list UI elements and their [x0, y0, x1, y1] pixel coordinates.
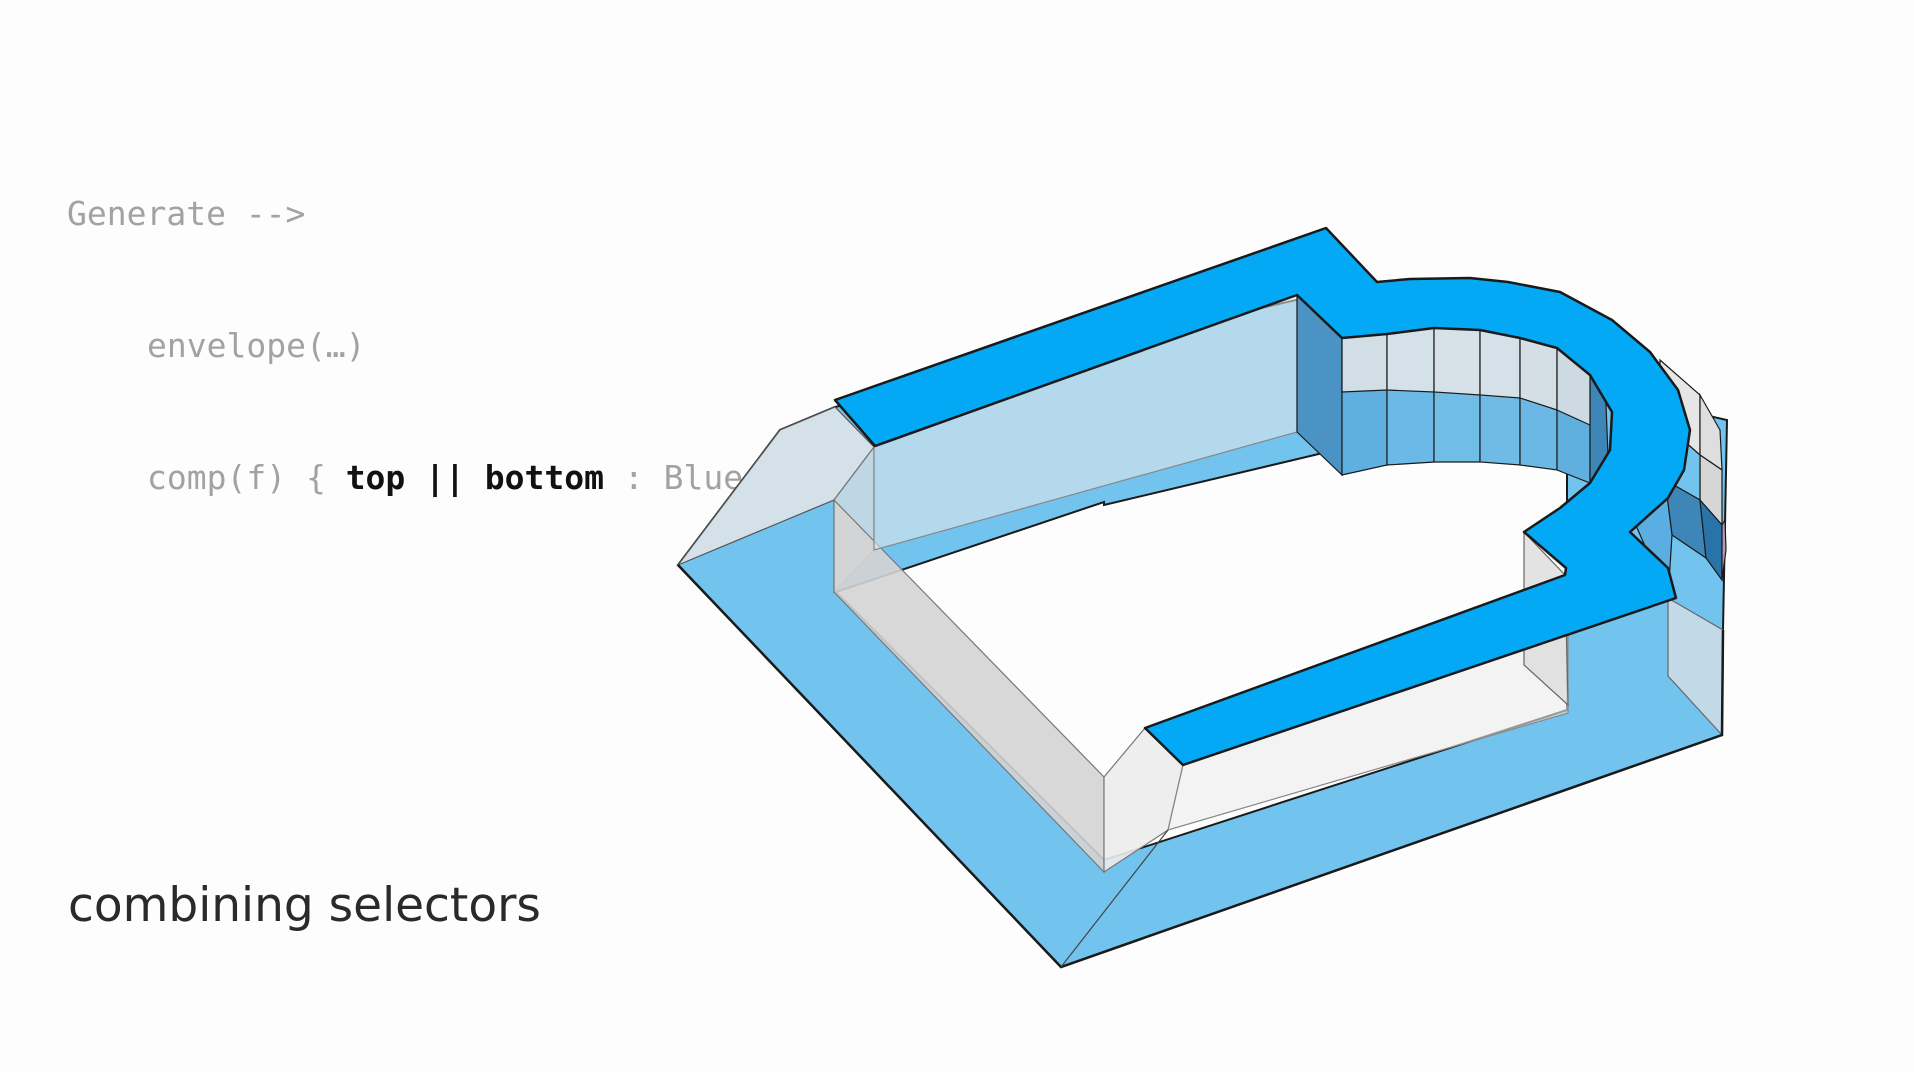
outer-outline — [677, 564, 1725, 969]
inner-curved-wall — [1296, 293, 1609, 486]
code-generate-text: Generate --> — [67, 194, 306, 233]
code-envelope-text: envelope(…) — [147, 326, 366, 365]
selector-top: top — [345, 458, 406, 497]
inner-bottom-edge — [1060, 829, 1169, 968]
code-comp-text: comp(f) { — [147, 458, 346, 497]
outer-left-wall — [676, 406, 875, 567]
code-snippet: Generate --> envelope(…) comp(f) { top |… — [67, 104, 783, 588]
code-line-comp: comp(f) { top || bottom : Blue } — [67, 456, 783, 500]
selector-or-operator: || — [425, 458, 465, 497]
code-line-generate: Generate --> — [67, 192, 783, 236]
selector-bottom: bottom — [484, 458, 605, 497]
code-line-envelope: envelope(…) — [67, 324, 783, 368]
caption: combining selectors — [68, 878, 541, 933]
top-face-front-edge — [1144, 727, 1184, 766]
